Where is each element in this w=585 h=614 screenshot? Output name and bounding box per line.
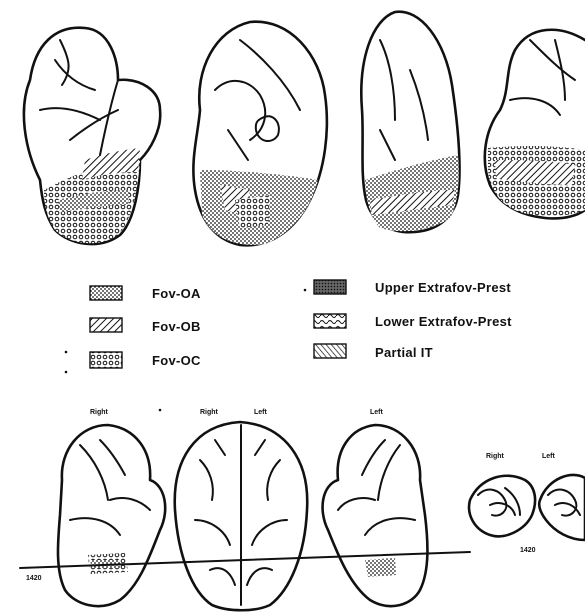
brain-bottom-2 [175,422,308,610]
brain-top-1 [24,28,160,244]
brain-top-4 [485,30,585,219]
dot-mark [65,371,68,374]
dot-mark [159,409,162,412]
swatch-dots-icon [90,286,122,300]
label-left: Left [370,409,384,416]
dot-mark [304,289,307,292]
brain-top-3 [361,12,459,233]
section-number-left: 1420 [26,575,42,582]
legend-item-upper-extrafov: Upper Extrafov-Prest [314,280,511,295]
swatch-circles-icon [90,352,122,368]
coronal-section [469,475,585,540]
brain-top-2 [193,22,326,246]
legend-item-fov-oa: Fov-OA [90,286,201,301]
section-line [20,552,470,568]
legend-label: Lower Extrafov-Prest [375,314,512,329]
legend-label: Fov-OA [152,286,201,301]
label-right: Right [90,409,109,416]
label-section-right: Right [486,453,505,460]
legend-label: Upper Extrafov-Prest [375,280,511,295]
swatch-dense-icon [314,280,346,294]
section-number-right: 1420 [520,547,536,554]
swatch-hatch-icon [314,344,346,358]
legend-label: Partial IT [375,345,433,360]
legend-label: Fov-OB [152,319,201,334]
label-right: Right [200,409,219,416]
dot-mark [65,351,68,354]
legend-item-lower-extrafov: Lower Extrafov-Prest [314,314,512,329]
legend-label: Fov-OC [152,353,201,368]
swatch-wave-icon [314,314,346,328]
legend-item-fov-ob: Fov-OB [90,318,201,334]
legend-item-fov-oc: Fov-OC [90,352,201,368]
swatch-diagonal-icon [90,318,122,332]
brain-bottom-3 [323,425,428,606]
legend-item-partial-it: Partial IT [314,344,433,360]
label-section-left: Left [542,453,556,460]
label-left: Left [254,409,268,416]
brain-bottom-1 [58,425,165,606]
legend: Fov-OA Fov-OB Fov-OC Upper Extrafov-Pres… [90,280,512,368]
